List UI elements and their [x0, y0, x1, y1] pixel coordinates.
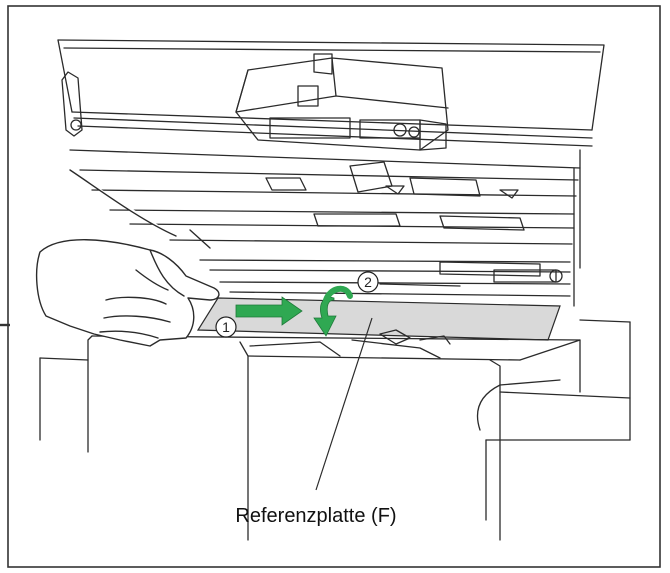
rotate-arrow-icon	[313, 285, 353, 337]
scanner-rollers	[199, 259, 571, 297]
paper-guide-rails	[69, 149, 581, 307]
leader-line	[315, 317, 373, 491]
hand-icon	[35, 169, 220, 347]
reference-plate	[196, 297, 561, 341]
callout-step-2-number: 2	[364, 274, 372, 290]
callout-step-2: 2	[357, 271, 379, 293]
callout-step-1: 1	[215, 316, 237, 338]
callout-step-1-number: 1	[222, 319, 230, 335]
scanner-top-cover	[57, 39, 605, 147]
figure-frame	[7, 5, 661, 568]
feed-roller-module	[235, 53, 449, 151]
slide-arrow-icon	[235, 296, 303, 326]
reference-plate-label: Referenzplatte (F)	[235, 505, 396, 527]
